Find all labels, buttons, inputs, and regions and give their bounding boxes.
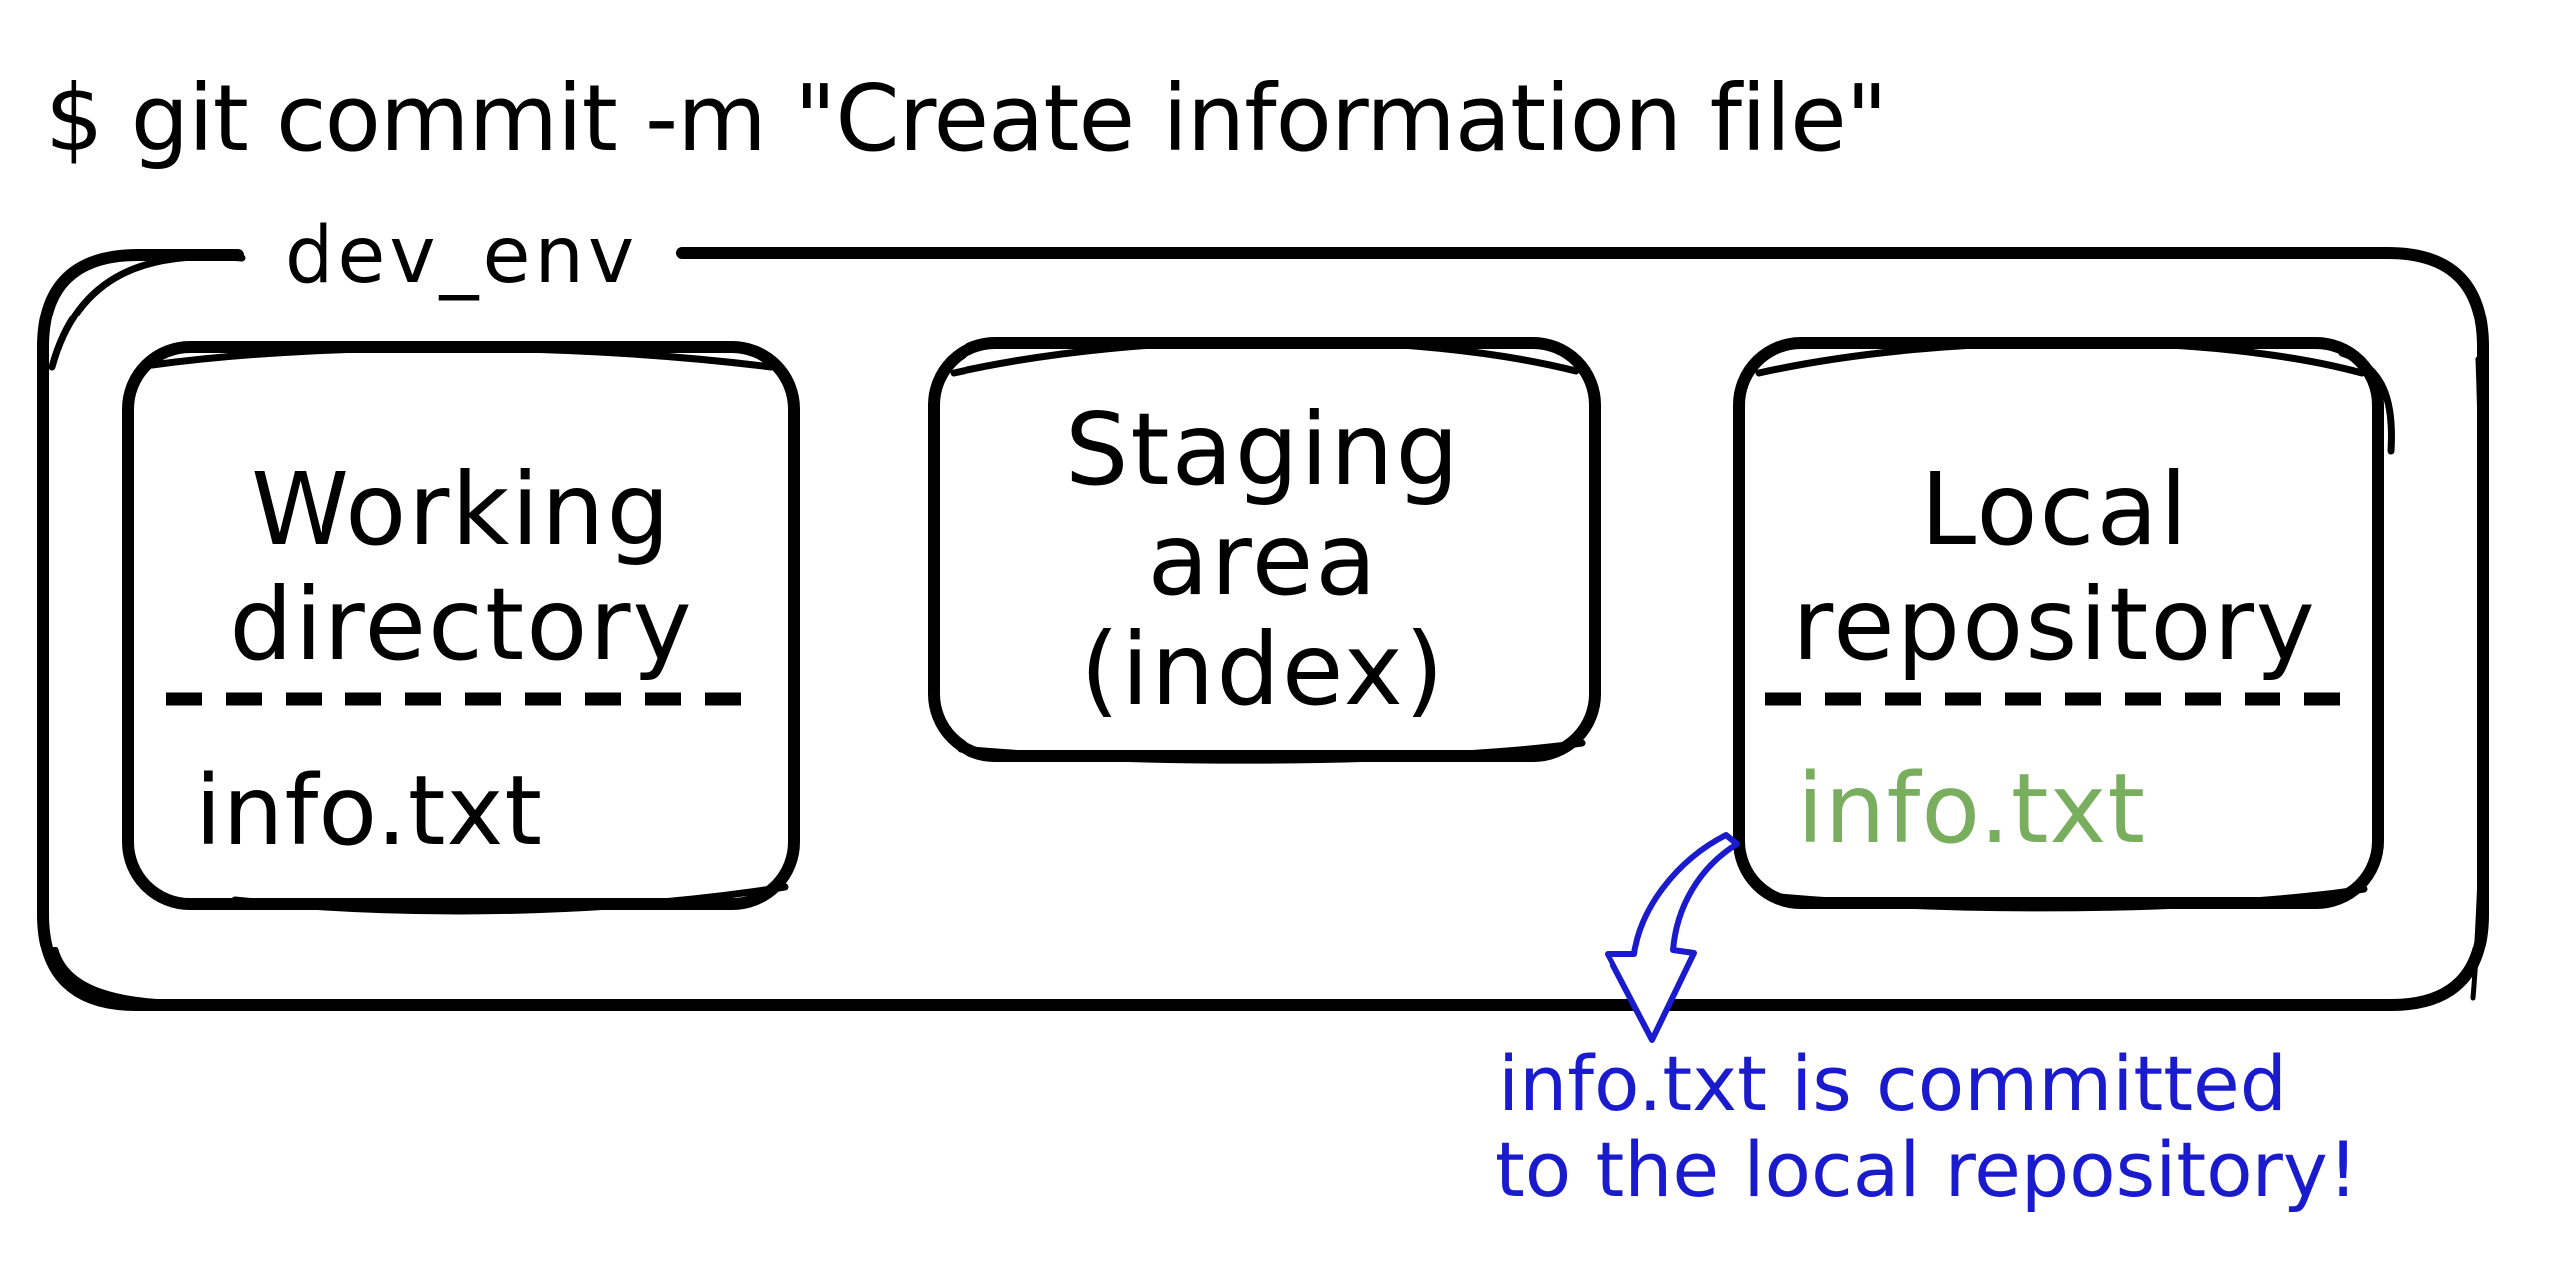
working-directory-box-sketch-top [148,344,775,371]
staging-area-box-sketch-bottom [957,739,1586,764]
local-repository-box-sketch-bottom [1775,885,2368,912]
commit-arrow-icon [1605,832,1740,1043]
annotation-line2: to the local repository! [1495,1125,2358,1214]
working-directory-title-line2: directory [229,566,693,683]
dev-env-box-sketch-topleft [48,252,246,371]
working-directory-file-label: info.txt [195,755,543,867]
local-repository-box-sketch-top [1755,338,2366,377]
local-repository-title-line1: Local [1920,451,2189,568]
local-repository-box-sketch-corner [2338,349,2395,455]
annotation-line1: info.txt is committed [1498,1039,2287,1128]
terminal-command: $ git commit -m "Create information file… [45,65,1887,172]
staging-area-title-line1: Staging [1065,391,1461,508]
dev-env-box [37,247,2489,1011]
staging-area-box-sketch-top [950,337,1580,377]
staging-area-title-line3: (index) [1080,611,1446,728]
local-repository-title-line2: repository [1792,566,2317,683]
dev-env-box-sketch-bottomleft [51,947,219,1008]
dev-env-label: dev_env [285,211,638,301]
staging-area-title-line2: area [1148,501,1379,618]
working-directory-box-sketch-bottom [231,883,789,915]
local-repository-file-label: info.txt [1797,753,2146,865]
working-directory-title-line1: Working [251,451,672,568]
dev-env-box-sketch-right [2470,356,2486,1001]
